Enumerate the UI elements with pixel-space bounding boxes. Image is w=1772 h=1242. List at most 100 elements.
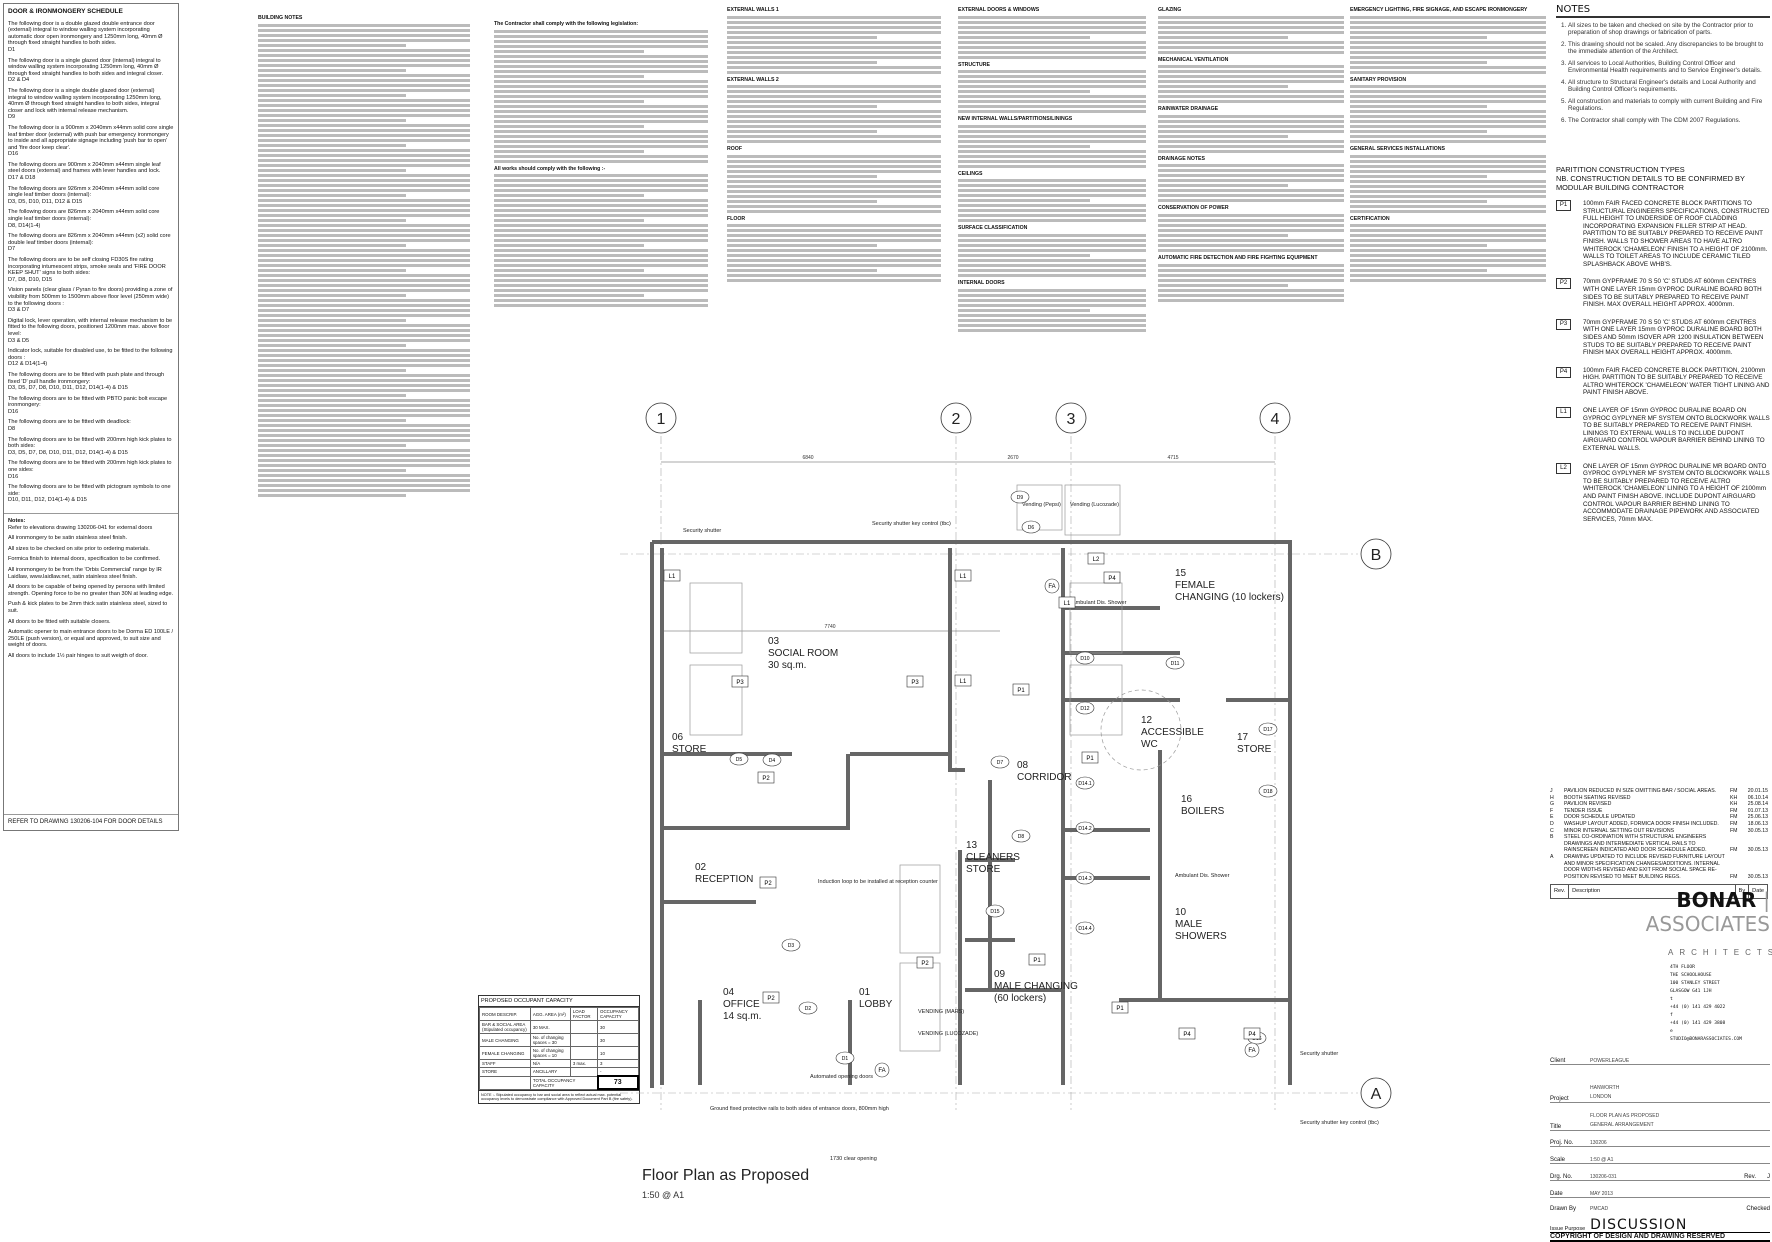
vending-lucozade-upper-label: Vending (Lucozade) xyxy=(1070,502,1119,508)
spec-text-line xyxy=(494,104,708,108)
vending-mars-label: VENDING (MARS) xyxy=(918,1009,964,1015)
dim-7740: 7740 xyxy=(824,624,835,630)
occupancy-cell xyxy=(569,1033,599,1047)
address-line: GLASGOW G41 1JH xyxy=(1670,989,1712,994)
spec-text-line xyxy=(958,30,1146,34)
spec-text-line xyxy=(258,223,470,227)
spec-text-line xyxy=(1350,65,1546,69)
spec-heading: SURFACE CLASSIFICATION xyxy=(958,225,1028,232)
spec-text-line xyxy=(727,274,941,278)
door-tag-marker xyxy=(1075,921,1095,935)
address-line: +44 (0) 141 429 4022 xyxy=(1670,1005,1726,1010)
schedule-note: All ironmongery to be from the 'Orbis Co… xyxy=(8,566,162,580)
spec-text-line xyxy=(494,154,708,158)
spec-text-line xyxy=(958,149,1146,153)
partition-tag-label: P4 xyxy=(1108,576,1116,582)
partition-tag-label: P3 xyxy=(911,680,919,686)
spec-text-line xyxy=(258,53,470,57)
spec-text-line xyxy=(1158,248,1344,252)
dimension-lines xyxy=(661,461,1275,632)
spec-text-line xyxy=(494,69,708,73)
spec-text-line xyxy=(258,303,470,307)
spec-text-line xyxy=(1158,199,1344,203)
spec-text-line xyxy=(958,110,1146,114)
spec-text-line xyxy=(258,423,470,427)
ambulant-shower-label-upper: Ambulant Dis. Shower xyxy=(1072,600,1127,606)
occupancy-cell: BAR & SOCIAL AREA (Stipulated occupancy) xyxy=(479,1020,531,1034)
automated-doors-note: Automated opening doors xyxy=(810,1074,873,1080)
rev-label: Rev. xyxy=(1744,1174,1756,1180)
spec-text-line xyxy=(958,189,1146,193)
partition-tag-label: FA xyxy=(878,1068,885,1074)
spec-text-line xyxy=(1350,174,1488,178)
partition-tag-label: P2 xyxy=(764,881,772,887)
client-value: POWERLEAGUE xyxy=(1590,1058,1630,1064)
spec-text-line xyxy=(958,328,1146,332)
spec-text-line xyxy=(258,128,470,132)
grid-label-a: A xyxy=(1371,1086,1382,1103)
schedule-note: All doors to be capable of being opened … xyxy=(8,584,174,597)
spec-text-line xyxy=(258,453,470,457)
revision-by: FM xyxy=(1730,873,1738,880)
occupancy-cell xyxy=(569,1067,599,1077)
spec-text-line xyxy=(1158,293,1344,297)
room-num: 10 xyxy=(1175,907,1187,918)
spec-text-line xyxy=(494,299,708,303)
revision-date: 06.10.14 xyxy=(1747,794,1768,801)
spec-text-line xyxy=(1158,15,1344,19)
spec-text-line xyxy=(258,463,470,467)
spec-text-line xyxy=(727,189,941,193)
spec-text-line xyxy=(958,233,1146,237)
address-line: e xyxy=(1670,1029,1673,1034)
spec-text-line xyxy=(494,174,708,178)
spec-text-line xyxy=(727,269,877,273)
spec-text-line xyxy=(727,45,941,49)
spec-text-line xyxy=(1350,25,1546,29)
spec-text-line xyxy=(1350,269,1488,273)
door-tag-marker xyxy=(1011,829,1031,843)
spec-text-line xyxy=(1158,70,1344,74)
spec-text-line xyxy=(494,199,708,203)
spec-text-line xyxy=(258,448,470,452)
spec-text-line xyxy=(494,249,708,253)
spec-text-line xyxy=(258,363,470,367)
revision-rev: E xyxy=(1550,814,1554,821)
spec-text-line xyxy=(258,193,407,197)
occupancy-cell: 30 MAX. xyxy=(529,1020,571,1034)
partition-tag-label: P2 xyxy=(767,996,775,1002)
occupancy-cell: No. of changing spaces = 10 xyxy=(529,1046,571,1060)
spec-heading: BUILDING NOTES xyxy=(258,15,303,21)
revision-desc: PAVILION REVISED xyxy=(1564,801,1612,808)
partition-tag-label: L1 xyxy=(960,679,967,685)
spec-text-line xyxy=(494,99,644,103)
spec-text-line xyxy=(1158,144,1344,148)
spec-text-line xyxy=(727,30,941,34)
spec-heading: GENERAL SERVICES INSTALLATIONS xyxy=(1350,146,1446,153)
spec-text-line xyxy=(258,493,407,497)
revision-desc: DRAWING UPDATED TO INCLUDE REVISED FURNI… xyxy=(1564,853,1725,880)
spec-text-line xyxy=(258,338,470,342)
revision-desc: BOOTH SEATING REVISED xyxy=(1564,794,1631,801)
spec-text-line xyxy=(727,95,941,99)
vending-lucozade-label: VENDING (LUCOZADE) xyxy=(918,1031,978,1037)
spec-text-line xyxy=(958,90,1090,94)
room-num: 17 xyxy=(1237,732,1249,743)
spec-text-line xyxy=(727,50,941,54)
spec-heading: CERTIFICATION xyxy=(1350,215,1390,222)
fire-alarm-marker xyxy=(874,1062,890,1078)
spec-text-line xyxy=(494,254,708,258)
spec-text-line xyxy=(258,323,470,327)
spec-text-line xyxy=(1350,35,1488,39)
spec-text-line xyxy=(1350,125,1546,129)
spec-text-line xyxy=(727,239,941,243)
occupancy-note: NOTE :- Stipulated occupancy to bar and … xyxy=(479,1090,639,1103)
spec-text-line xyxy=(1350,239,1546,243)
spec-text-line xyxy=(258,173,470,177)
scale-value: 1:50 @ A1 xyxy=(1590,1157,1614,1163)
shutter-key-label-right: Security shutter key control (tbc) xyxy=(1300,1120,1379,1126)
spec-text-line xyxy=(958,40,1146,44)
